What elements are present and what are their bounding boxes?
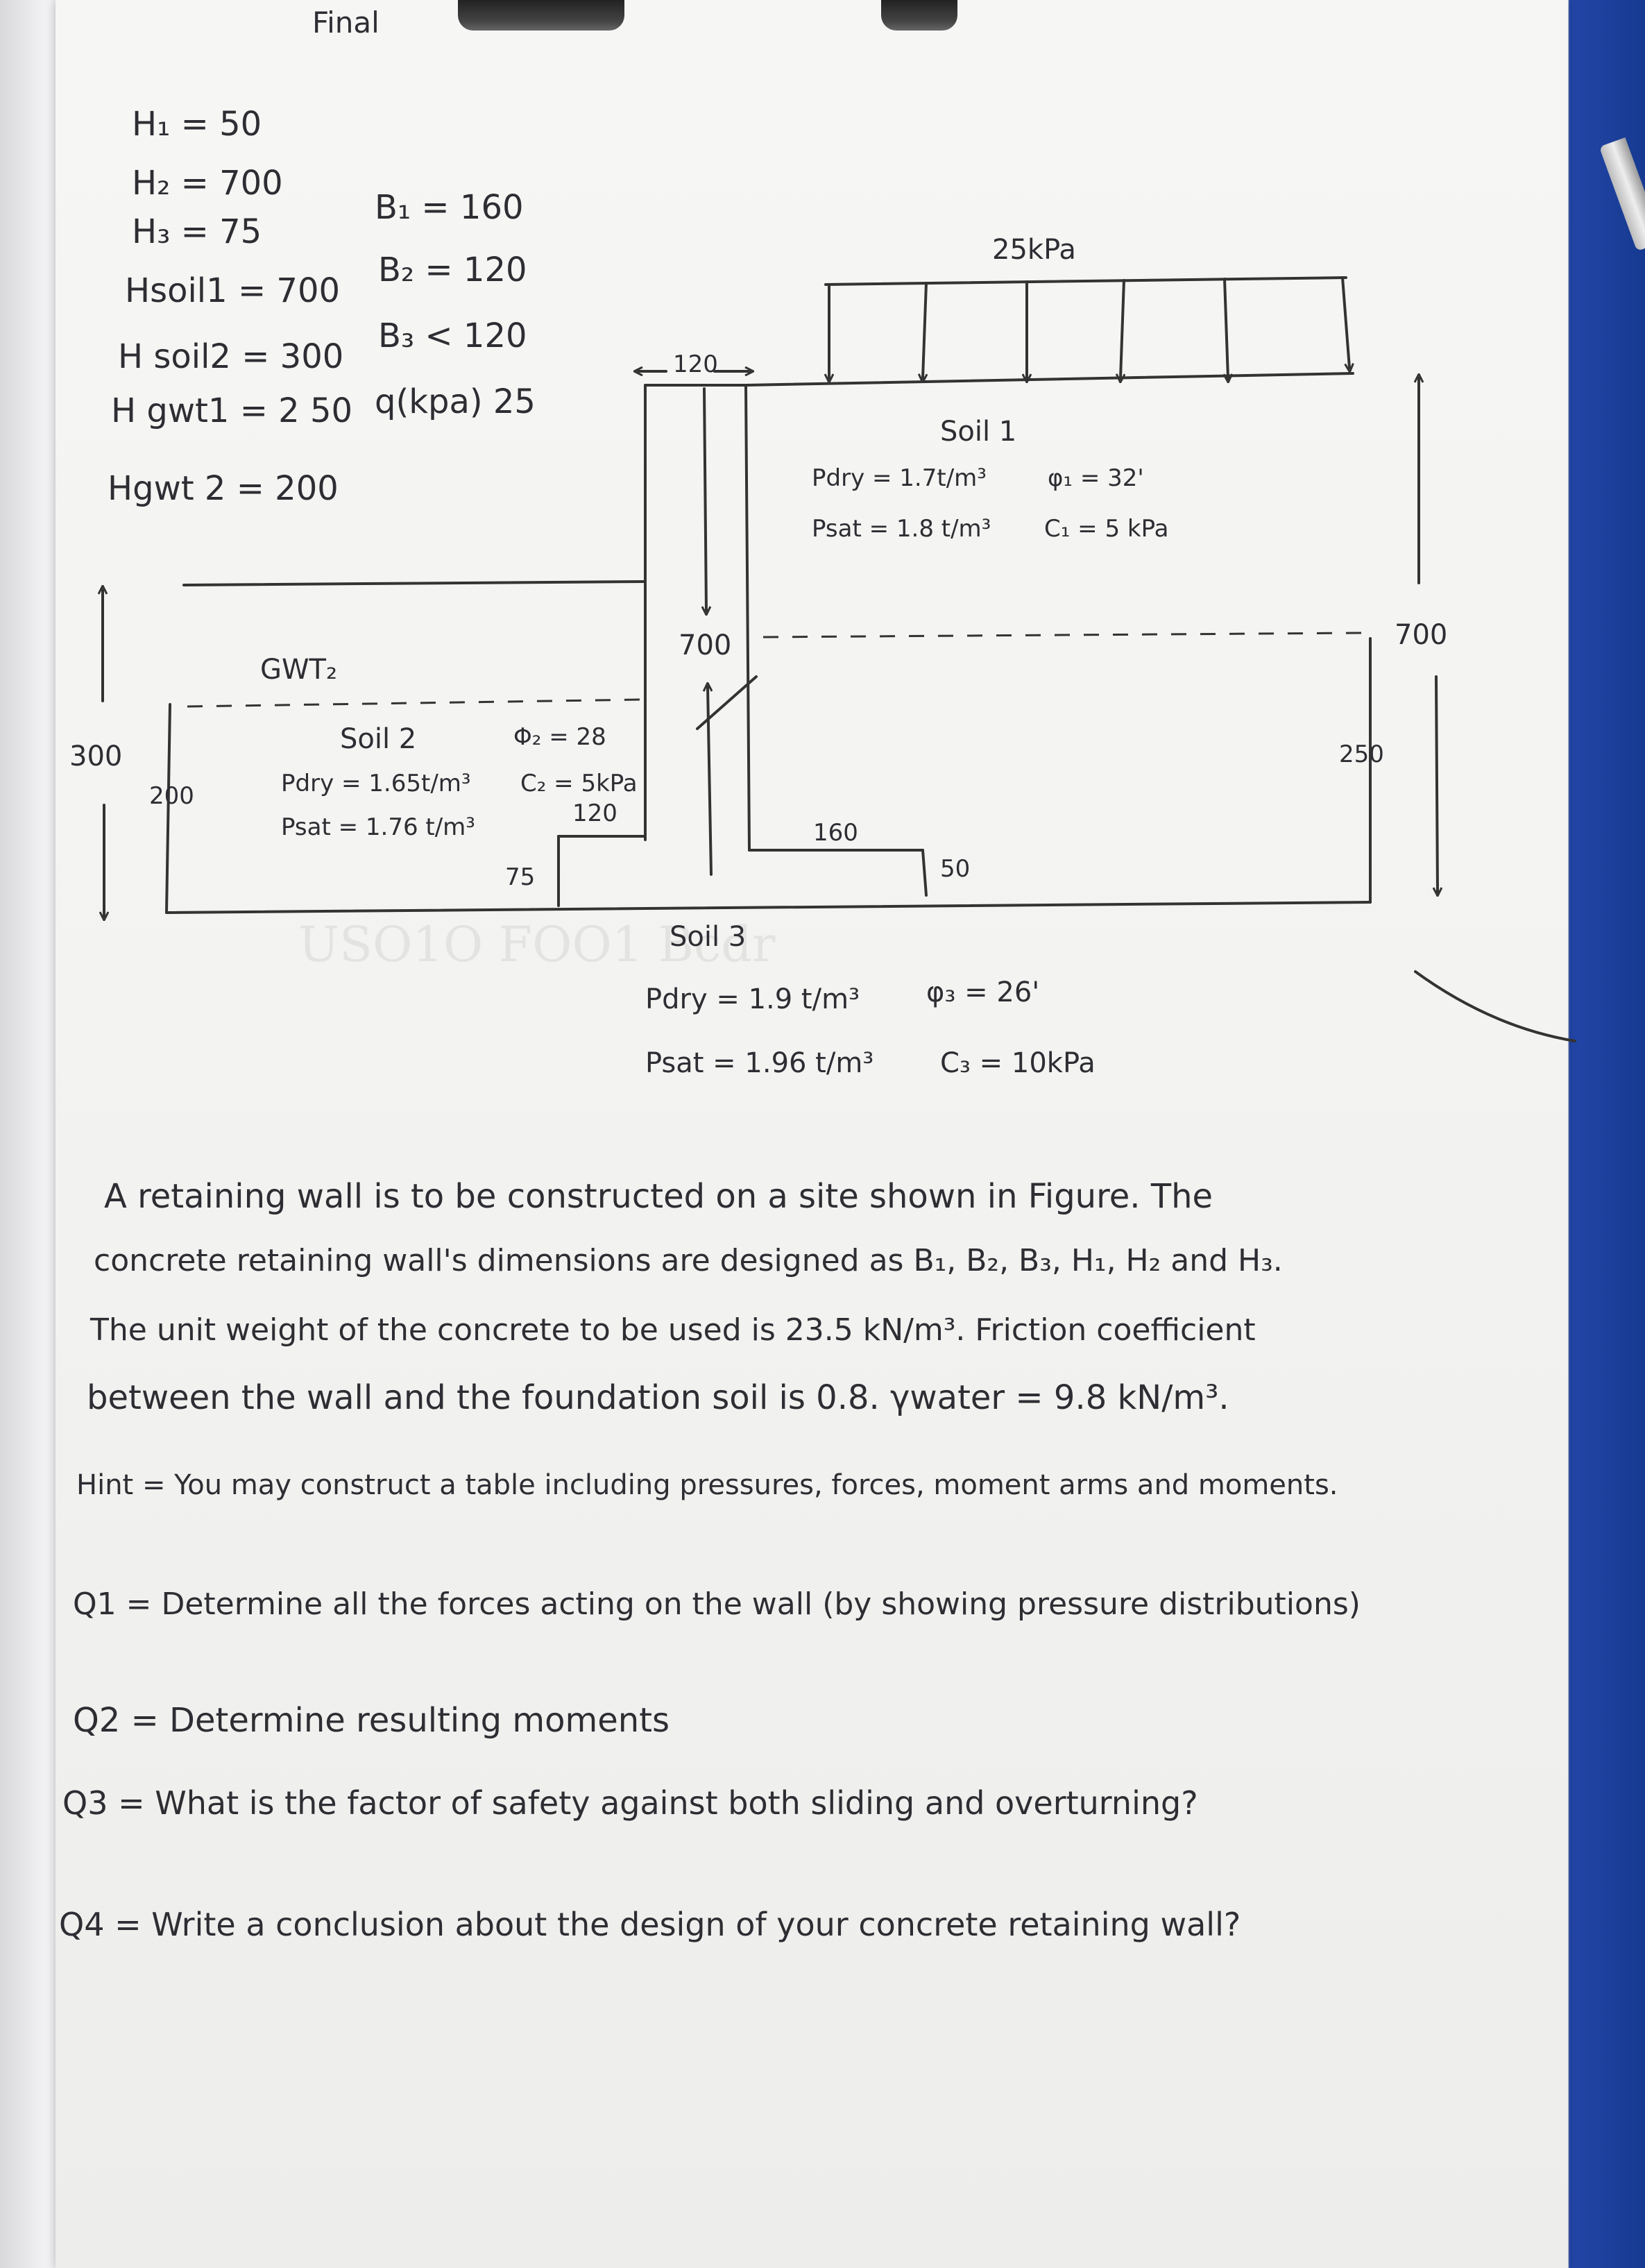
- param-b3: B₃ < 120: [378, 316, 527, 355]
- soil3-name: Soil 3: [670, 921, 747, 953]
- binder-clip-right: [881, 0, 957, 31]
- soil2-c: C₂ = 5kPa: [520, 770, 638, 797]
- param-hgwt2: Hgwt 2 = 200: [108, 469, 339, 508]
- soil3-phi: φ₃ = 26': [926, 976, 1040, 1008]
- soil2-pdry: Pdry = 1.65t/m³: [281, 770, 471, 797]
- param-h3: H₃ = 75: [132, 212, 262, 251]
- wall-heel-end: [921, 849, 928, 897]
- right-height-arrow: [1436, 675, 1438, 892]
- paper-sheet: [56, 0, 1568, 2268]
- soil1-pdry: Pdry = 1.7t/m³: [812, 464, 987, 492]
- surcharge-bar: [824, 276, 1347, 286]
- toe-width-label: 120: [572, 799, 617, 827]
- surcharge-arrow: [1120, 279, 1124, 378]
- soil2-psat: Psat = 1.76 t/m³: [281, 813, 475, 841]
- right-gwt-label: 250: [1339, 741, 1384, 768]
- surcharge-label: 25kPa: [992, 234, 1076, 266]
- problem-line-1: A retaining wall is to be constructed on…: [104, 1177, 1213, 1216]
- question-1: Q1 = Determine all the forces acting on …: [73, 1586, 1361, 1622]
- gwt1-line: [762, 632, 1364, 638]
- param-b2: B₂ = 120: [378, 251, 527, 289]
- param-hsoil1: Hsoil1 = 700: [125, 271, 341, 310]
- gwt2-label: GWT₂: [260, 654, 338, 686]
- problem-line-3: The unit weight of the concrete to be us…: [90, 1312, 1256, 1348]
- left-height-label: 300: [69, 741, 123, 772]
- soil2-name: Soil 2: [340, 723, 417, 755]
- gwt2-line: [187, 698, 642, 708]
- surcharge-arrow: [1341, 276, 1349, 368]
- soil1-c: C₁ = 5 kPa: [1044, 515, 1169, 543]
- show-through-text: USO1O FOO1 Bcdr: [298, 916, 776, 973]
- question-2: Q2 = Determine resulting moments: [73, 1701, 670, 1740]
- param-hgwt1: H gwt1 = 2 50: [111, 391, 353, 430]
- param-q: q(kpa) 25: [375, 382, 536, 421]
- problem-line-4: between the wall and the foundation soil…: [87, 1378, 1229, 1417]
- param-h2: H₂ = 700: [132, 164, 283, 203]
- stem-height-label: 700: [679, 629, 732, 661]
- question-4: Q4 = Write a conclusion about the design…: [59, 1906, 1241, 1943]
- soil3-psat: Psat = 1.96 t/m³: [645, 1047, 874, 1079]
- problem-hint: Hint = You may construct a table includi…: [76, 1469, 1338, 1501]
- surcharge-arrow: [1225, 278, 1228, 378]
- right-height-label: 700: [1395, 619, 1448, 651]
- base-line: [165, 901, 1372, 914]
- soil1-name: Soil 1: [940, 416, 1017, 448]
- param-b1: B₁ = 160: [375, 188, 524, 227]
- left-boundary: [165, 703, 171, 914]
- page-title: Final: [312, 6, 380, 40]
- stem-diagonal-mark: [696, 675, 758, 730]
- param-h1: H₁ = 50: [132, 105, 262, 144]
- surcharge-arrow: [923, 282, 926, 378]
- ground-line-right: [744, 372, 1354, 387]
- binder-clip-left: [458, 0, 624, 31]
- left-gwt-label: 200: [149, 782, 194, 810]
- wall-stem-right: [744, 384, 751, 852]
- base-height-label: 50: [940, 855, 971, 883]
- soil3-pdry: Pdry = 1.9 t/m³: [645, 983, 860, 1015]
- soil1-psat: Psat = 1.8 t/m³: [812, 515, 991, 543]
- problem-line-2: concrete retaining wall's dimensions are…: [94, 1243, 1283, 1278]
- soil2-phi: Φ₂ = 28: [513, 723, 606, 751]
- param-hsoil2: H soil2 = 300: [118, 337, 344, 376]
- ground-line-left: [182, 580, 647, 586]
- top-width-label: 120: [673, 350, 718, 378]
- stem-height-arrow: [704, 387, 706, 611]
- heel-width-label: 160: [813, 819, 858, 847]
- toe-height-label: 75: [505, 863, 536, 891]
- question-3: Q3 = What is the factor of safety agains…: [62, 1784, 1198, 1822]
- soil1-phi: φ₁ = 32': [1048, 464, 1144, 492]
- soil3-c: C₃ = 10kPa: [940, 1047, 1096, 1079]
- corner-scribble: [1414, 970, 1576, 1042]
